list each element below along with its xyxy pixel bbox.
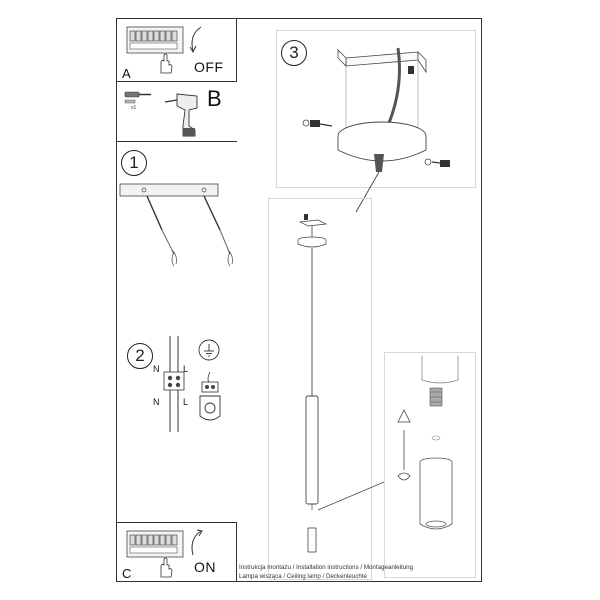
wire-n-bottom: N xyxy=(153,397,160,407)
rotate-arrow-icon-on xyxy=(191,529,203,556)
step-3-number: 3 xyxy=(281,40,307,66)
step-c-letter: C xyxy=(122,566,132,581)
step-1-number: 1 xyxy=(121,150,147,176)
off-label: OFF xyxy=(194,59,224,75)
panel-a-power-off: OFF A xyxy=(116,18,237,82)
pendant-lamp-diagram xyxy=(297,214,385,553)
canopy-mounting-diagram xyxy=(302,47,450,213)
panel-b-drill: x1 B xyxy=(116,82,237,142)
panel-c-power-on: ON C xyxy=(116,522,237,582)
caption-line-2: Lampa wisząca / Ceiling lamp / Deckenleu… xyxy=(239,573,367,580)
step-3-detail-box xyxy=(276,30,476,188)
step-2-number: 2 xyxy=(127,343,153,369)
ceiling-bracket-diagram xyxy=(119,183,233,267)
hand-icon xyxy=(160,53,173,74)
fuse-box-icon-on xyxy=(126,530,184,558)
pendant-lamp-box xyxy=(268,198,372,580)
terminal-block-icon xyxy=(163,336,185,432)
wire-l-top: L xyxy=(183,364,189,374)
instruction-frame xyxy=(116,18,482,582)
hand-icon-on xyxy=(160,557,173,578)
caption-line-1: Instrukcja montażu / Installation instru… xyxy=(239,564,414,571)
wire-l-bottom: L xyxy=(183,397,189,407)
fuse-box-icon xyxy=(126,26,184,54)
step-a-letter: A xyxy=(122,66,131,81)
wire-n-top: N xyxy=(153,364,160,374)
bulb-replacement-diagram xyxy=(397,356,459,530)
drill-count-label: x1 xyxy=(131,105,137,111)
on-label: ON xyxy=(194,559,216,575)
wall-plug-icon xyxy=(124,91,151,104)
drill-icon xyxy=(164,93,198,137)
rotate-arrow-icon xyxy=(189,26,202,54)
ground-symbol-icon xyxy=(198,339,220,361)
ground-terminal-icon xyxy=(199,371,221,421)
step-b-letter: B xyxy=(207,86,222,111)
bulb-detail-box xyxy=(384,352,476,578)
